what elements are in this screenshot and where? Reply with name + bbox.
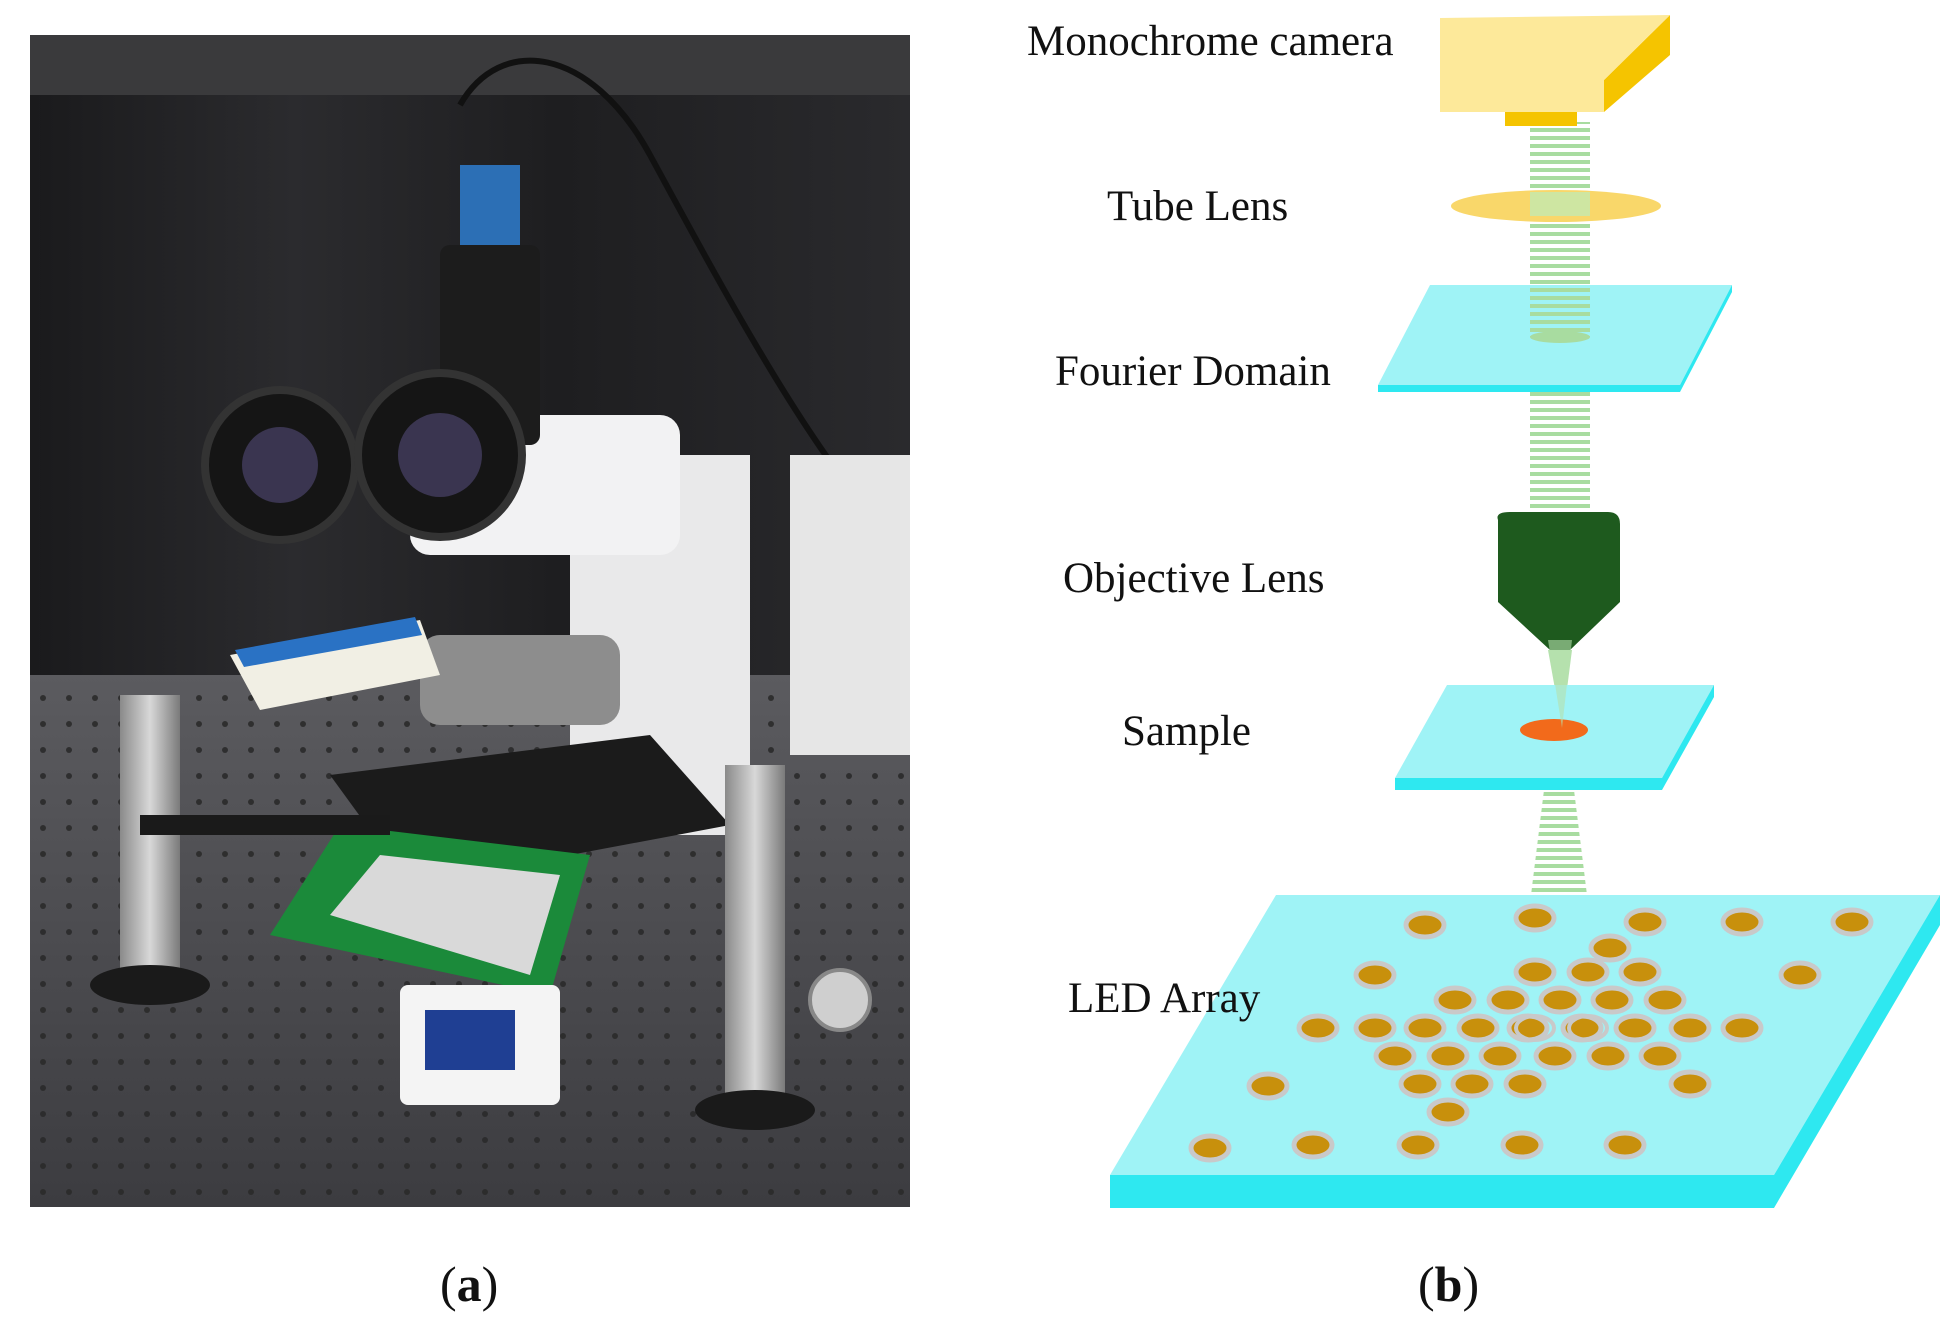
led [1566, 957, 1610, 987]
led [1603, 1130, 1647, 1160]
led-ring [1514, 1014, 1556, 1042]
led [1426, 1097, 1470, 1127]
objective-lens-body [1497, 512, 1620, 650]
camera-face [1440, 80, 1604, 112]
led-matrix [330, 855, 560, 975]
led-grid [1188, 903, 1874, 1163]
label-sample: Sample [1122, 708, 1251, 755]
label-fourier-domain: Fourier Domain [1055, 348, 1331, 395]
led-ring [1567, 1014, 1609, 1042]
led [1668, 1013, 1712, 1043]
led [1613, 1013, 1657, 1043]
led [1403, 910, 1447, 940]
led-ring [1539, 986, 1581, 1014]
enclosure-top-frame [30, 35, 910, 95]
led [1618, 957, 1662, 987]
camera-block [1440, 15, 1670, 80]
led [1486, 985, 1530, 1015]
led [1188, 1133, 1232, 1163]
led [1291, 1130, 1335, 1160]
camera-port [1505, 112, 1577, 126]
led [1398, 1069, 1442, 1099]
camera-body [460, 165, 520, 245]
led [1830, 907, 1874, 937]
controller-box [790, 455, 910, 755]
label-monochrome-camera: Monochrome camera [1027, 18, 1394, 65]
led [1643, 985, 1687, 1015]
led [1638, 1041, 1682, 1071]
led [1668, 1069, 1712, 1099]
caption-b: (b) [1418, 1256, 1480, 1312]
led [1450, 1069, 1494, 1099]
led [1478, 1041, 1522, 1071]
led [1403, 1013, 1447, 1043]
label-tube-lens: Tube Lens [1107, 183, 1289, 230]
led [1296, 1013, 1340, 1043]
led [1533, 1041, 1577, 1071]
led [1433, 985, 1477, 1015]
sample-slides [230, 620, 440, 710]
led [1353, 1013, 1397, 1043]
nosepiece [420, 635, 620, 725]
adjustment-knob [808, 968, 872, 1032]
post-clamp [140, 815, 390, 835]
led [1456, 1013, 1500, 1043]
led [1500, 1130, 1544, 1160]
label-objective-lens: Objective Lens [1063, 555, 1325, 602]
right-post [725, 765, 785, 1105]
led [1246, 1071, 1290, 1101]
caption-a: (a) [440, 1256, 499, 1312]
camera-cable [457, 57, 893, 538]
led [1426, 1041, 1470, 1071]
camera-side [1604, 15, 1670, 112]
led [1513, 903, 1557, 933]
beam-middle [1530, 390, 1590, 520]
led [1588, 933, 1632, 963]
led [1720, 907, 1764, 937]
led [1353, 960, 1397, 990]
led [1513, 957, 1557, 987]
microscope-photo [30, 35, 910, 1207]
sample-spot [1520, 719, 1588, 741]
led [1503, 1069, 1547, 1099]
led [1396, 1130, 1440, 1160]
logo-label [425, 1010, 515, 1070]
led [1373, 1041, 1417, 1071]
led [1720, 1013, 1764, 1043]
led [1623, 907, 1667, 937]
led [1586, 1041, 1630, 1071]
label-led-array: LED Array [1068, 975, 1261, 1022]
led [1590, 985, 1634, 1015]
led [1778, 960, 1822, 990]
